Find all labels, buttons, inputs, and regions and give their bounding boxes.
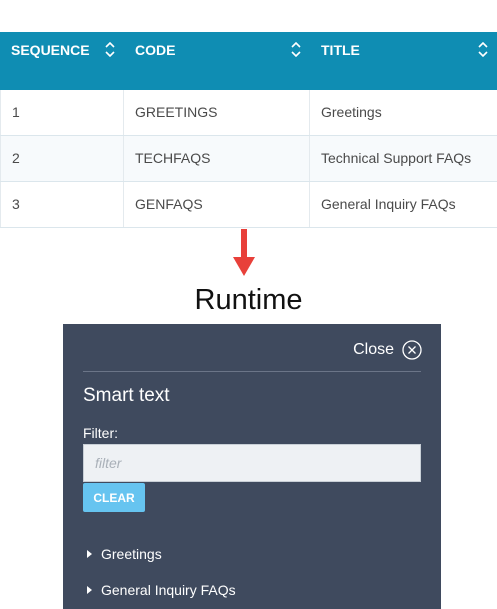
runtime-caption: Runtime [194, 284, 303, 316]
sort-icon[interactable] [478, 42, 488, 57]
cell-title: Technical Support FAQs [321, 150, 472, 166]
column-header-title[interactable]: TITLE [310, 32, 497, 90]
down-arrow-icon [233, 229, 255, 276]
filter-label: Filter: [83, 425, 118, 441]
grid-header: SEQUENCE CODE TITLE [0, 32, 497, 90]
sort-icon[interactable] [105, 42, 115, 57]
column-header-label: SEQUENCE [11, 42, 90, 58]
column-header-label: TITLE [321, 42, 360, 58]
circle-x-icon [402, 340, 422, 360]
data-grid: SEQUENCE CODE TITLE 1 GREETINGS Greeting… [0, 32, 497, 228]
close-label: Close [353, 341, 394, 358]
panel-divider [83, 371, 421, 372]
panel-title: Smart text [83, 385, 170, 406]
column-header-sequence[interactable]: SEQUENCE [0, 32, 124, 90]
list-item-label: Greetings [101, 546, 162, 562]
table-row[interactable]: 2 TECHFAQS Technical Support FAQs [0, 136, 497, 182]
cell-sequence: 1 [0, 90, 124, 135]
cell-sequence: 2 [0, 136, 124, 181]
smart-text-panel: Close Smart text Filter: CLEAR Greetings… [63, 324, 441, 609]
list-item[interactable]: General Inquiry FAQs [87, 572, 236, 608]
filter-input[interactable] [83, 444, 421, 482]
cell-code: GENFAQS [124, 182, 310, 227]
caret-right-icon [87, 550, 92, 558]
list-item[interactable]: Greetings [87, 536, 236, 572]
list-item-label: General Inquiry FAQs [101, 582, 236, 598]
cell-code: GREETINGS [124, 90, 310, 135]
table-row[interactable]: 3 GENFAQS General Inquiry FAQs [0, 182, 497, 228]
cell-title: General Inquiry FAQs [321, 196, 456, 212]
column-header-label: CODE [135, 42, 176, 58]
cell-code: TECHFAQS [124, 136, 310, 181]
cell-title: Greetings [321, 104, 382, 120]
table-row[interactable]: 1 GREETINGS Greetings [0, 90, 497, 136]
column-header-code[interactable]: CODE [124, 32, 310, 90]
clear-button[interactable]: CLEAR [83, 483, 145, 512]
caret-right-icon [87, 586, 92, 594]
sort-icon[interactable] [291, 42, 301, 57]
smart-text-list: Greetings General Inquiry FAQs [87, 536, 236, 608]
close-button[interactable]: Close [353, 340, 422, 360]
cell-sequence: 3 [0, 182, 124, 227]
